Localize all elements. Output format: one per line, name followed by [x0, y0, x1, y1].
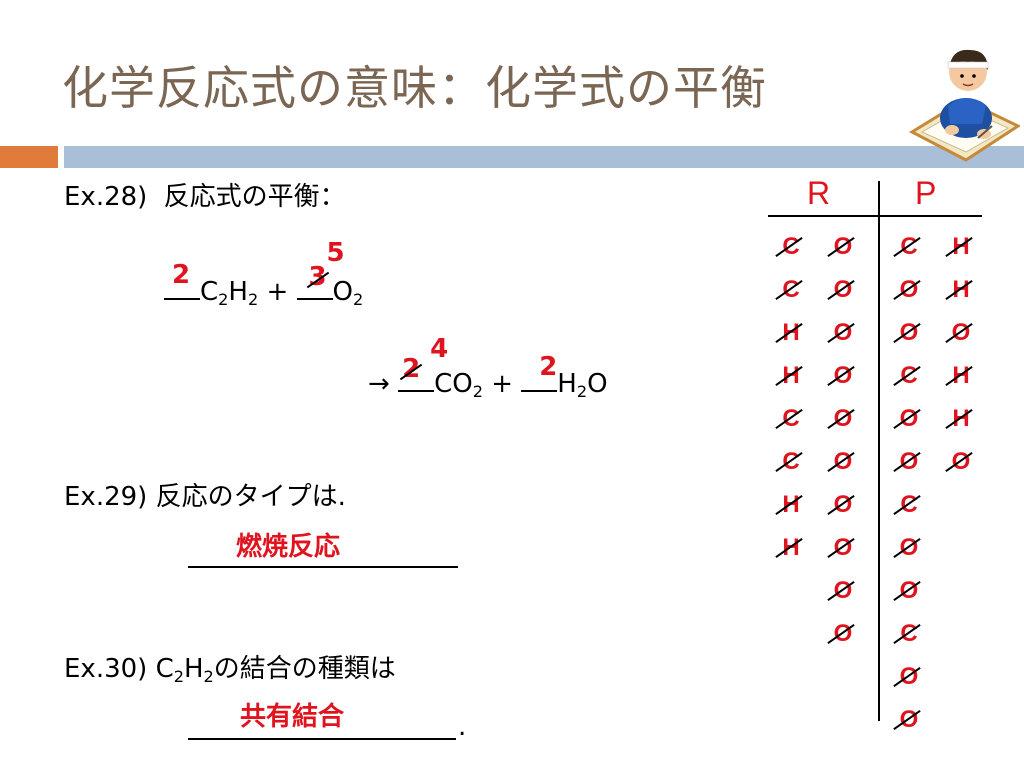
accent-bar-orange	[0, 146, 58, 168]
crossed-atom: O	[823, 612, 863, 655]
o2-coefficient: 5	[326, 238, 345, 268]
crossed-atom: H	[771, 354, 811, 397]
crossed-atom: O	[941, 311, 981, 354]
plus-sign-2: +	[491, 369, 513, 399]
co2-blank: 2 4	[398, 334, 448, 392]
o2-coefficient-struck: 3	[308, 262, 327, 292]
ex29-line: Ex.29) 反応のタイプは.	[64, 476, 346, 513]
crossed-atom: C	[771, 268, 811, 311]
c2h2-coefficient: 2	[172, 260, 191, 290]
arrow: →	[368, 369, 390, 399]
crossed-atom: O	[941, 440, 981, 483]
ex29-answer: 燃焼反応	[236, 532, 341, 562]
crossed-atom: O	[823, 440, 863, 483]
o2-blank: 3 5	[296, 238, 345, 300]
crossed-atom: O	[823, 225, 863, 268]
ex30-answer-blank: 共有結合	[188, 702, 456, 740]
crossed-atom: O	[823, 397, 863, 440]
crossed-atom: C	[771, 440, 811, 483]
ex28-line: Ex.28) 反応式の平衡：	[64, 176, 346, 213]
crossed-atom: O	[889, 440, 929, 483]
crossed-atom: C	[889, 612, 929, 655]
crossed-atom: O	[823, 483, 863, 526]
crossed-atom: H	[771, 526, 811, 569]
h2o-coefficient: 2	[539, 352, 558, 382]
crossed-atom: H	[941, 397, 981, 440]
crossed-atom: O	[889, 397, 929, 440]
crossed-atom: O	[889, 311, 929, 354]
crossed-atom: O	[889, 698, 929, 741]
crossed-atom: C	[771, 397, 811, 440]
crossed-atom: O	[889, 268, 929, 311]
crossed-atom: O	[823, 311, 863, 354]
reactants-label: R	[807, 175, 831, 211]
co2-coefficient-struck: 2	[402, 354, 421, 384]
crossed-atom: C	[889, 354, 929, 397]
ex30-answer: 共有結合	[240, 702, 345, 732]
crossed-atom: O	[889, 569, 929, 612]
formula-h2o: H2O	[557, 369, 608, 401]
crossed-atom: O	[889, 655, 929, 698]
c2h2-blank: 2	[164, 260, 200, 300]
formula-co2: CO2	[434, 369, 483, 401]
crossed-atom: H	[771, 311, 811, 354]
accent-bar-blue	[64, 146, 1024, 168]
plus-sign: +	[266, 277, 289, 307]
crossed-atom: C	[889, 483, 929, 526]
crossed-atom: C	[889, 225, 929, 268]
crossed-atom: O	[823, 526, 863, 569]
ex29-text: 反応のタイプは.	[155, 482, 346, 512]
equation-reactants: 2 C2H2 + 3 5 O2	[164, 238, 364, 309]
ex30-line: Ex.30) C2H2の結合の種類は	[64, 648, 396, 686]
ex28-text: 反応式の平衡：	[163, 182, 346, 212]
table-horizontal-line	[768, 215, 982, 217]
crossed-atom: O	[823, 268, 863, 311]
ex30-text: の結合の種類は	[213, 654, 396, 684]
ex30-period: .	[458, 712, 467, 742]
h2o-blank: 2	[521, 352, 557, 392]
page-title: 化学反応式の意味：化学式の平衡	[62, 61, 767, 115]
student-writing-illustration	[908, 49, 1020, 162]
equation-products: → 2 4 CO2 + 2 H2O	[368, 334, 608, 401]
ex29-label: Ex.29)	[64, 482, 148, 512]
crossed-atom: O	[889, 526, 929, 569]
formula-c2h2: C2H2	[200, 277, 259, 309]
crossed-atom: H	[941, 354, 981, 397]
crossed-atom: O	[823, 569, 863, 612]
crossed-atom: H	[941, 225, 981, 268]
products-label: P	[915, 175, 937, 211]
ex29-answer-blank: 燃焼反応	[188, 532, 458, 568]
formula-c2h2-ex30: C2H2	[155, 654, 214, 686]
crossed-atom: H	[941, 268, 981, 311]
crossed-atom: H	[771, 483, 811, 526]
ex28-label: Ex.28)	[64, 182, 148, 212]
crossed-atom: C	[771, 225, 811, 268]
co2-coefficient: 4	[430, 334, 449, 364]
ex30-label: Ex.30)	[64, 654, 148, 684]
formula-o2: O2	[332, 277, 364, 309]
crossed-atom: O	[823, 354, 863, 397]
table-vertical-line	[878, 181, 880, 721]
